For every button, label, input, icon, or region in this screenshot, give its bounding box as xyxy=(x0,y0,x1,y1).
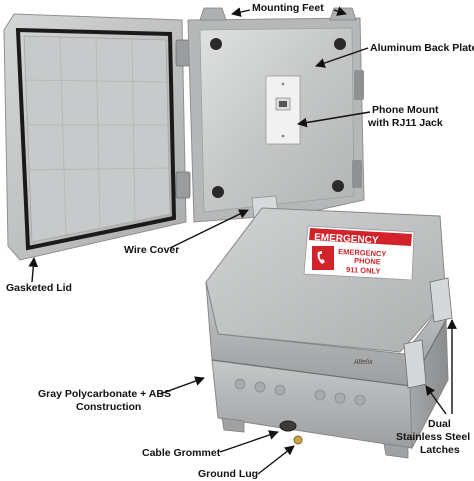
hinges xyxy=(175,39,191,199)
gasketed-lid-label: Gasketed Lid xyxy=(6,282,72,294)
closed-enclosure: Altelix xyxy=(205,207,453,459)
stainless-latches xyxy=(403,277,453,389)
construction-label-line1: Gray Polycarbonate + ABS xyxy=(38,388,171,400)
rj11-jack xyxy=(279,101,287,107)
aluminum-back-plate-label: Aluminum Back Plate xyxy=(370,42,474,54)
open-lid xyxy=(3,13,187,261)
phone-mount-label-line2: with RJ11 Jack xyxy=(368,117,443,129)
latches-label-line3: Latches xyxy=(420,444,460,456)
phone-mount-label-line1: Phone Mount xyxy=(372,104,439,116)
ground-lug-label: Ground Lug xyxy=(198,468,259,480)
mounting-feet-label: Mounting Feet xyxy=(252,2,324,14)
cable-grommet xyxy=(279,420,297,432)
cable-grommet-label: Cable Grommet xyxy=(142,447,221,459)
emergency-sign: EMERGENCY EMERGENCY PHONE 911 ONLY xyxy=(303,225,415,281)
phone-handset-icon xyxy=(317,251,325,264)
sign-header: EMERGENCY xyxy=(314,232,379,246)
construction-label-line2: Construction xyxy=(76,401,142,413)
latches-label-line2: Stainless Steel xyxy=(396,431,471,443)
latches-label-line1: Dual xyxy=(428,418,451,430)
sign-line3: 911 ONLY xyxy=(346,265,381,276)
sign-line2: PHONE xyxy=(354,256,381,266)
callout-arrows xyxy=(28,6,457,475)
brand-logo: Altelix xyxy=(353,359,373,366)
ground-lug xyxy=(293,435,303,445)
lid-gasket xyxy=(15,27,177,251)
wire-cover-label: Wire Cover xyxy=(124,244,180,256)
sign-line1: EMERGENCY xyxy=(338,247,387,259)
phone-mount xyxy=(265,75,301,145)
open-body xyxy=(187,17,365,223)
